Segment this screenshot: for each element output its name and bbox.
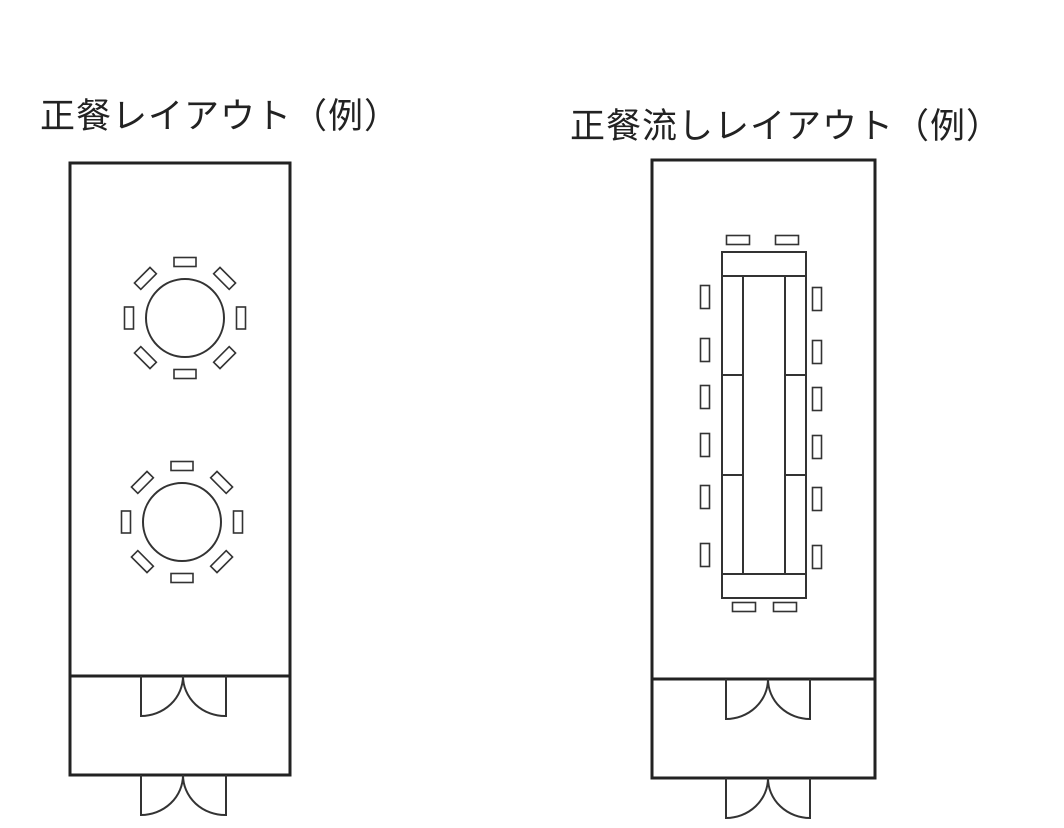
table-side-left	[721, 275, 744, 575]
long-table	[699, 234, 823, 613]
chair	[133, 266, 158, 291]
chair	[699, 484, 711, 510]
chair	[209, 470, 234, 495]
chair	[209, 549, 234, 574]
chair	[699, 432, 711, 458]
room-seated-dinner	[68, 161, 292, 817]
room-flowing-dinner	[650, 158, 877, 820]
chair	[731, 601, 757, 613]
chair	[212, 345, 237, 370]
chair	[212, 266, 237, 291]
chair	[699, 284, 711, 310]
chair	[170, 572, 194, 584]
double-door-outer	[725, 777, 811, 820]
chair	[123, 306, 135, 330]
chair	[232, 510, 244, 534]
chair	[173, 256, 197, 268]
round-table-top	[142, 482, 222, 562]
chair	[235, 306, 247, 330]
chair	[811, 434, 823, 460]
chair	[120, 510, 132, 534]
chair	[133, 345, 158, 370]
chair	[699, 542, 711, 568]
chair	[170, 460, 194, 472]
round-table-2	[120, 460, 244, 584]
layout-title-seated-dinner: 正餐レイアウト（例）	[40, 97, 401, 137]
double-door-inner	[140, 675, 227, 718]
table-head-bottom	[721, 573, 807, 599]
round-table-1	[123, 256, 247, 380]
chair	[811, 544, 823, 570]
chair	[811, 486, 823, 512]
table-side-right	[784, 275, 807, 575]
table-head-top	[721, 251, 807, 277]
chair	[774, 234, 800, 246]
round-table-top	[145, 278, 225, 358]
chair	[173, 368, 197, 380]
layout-title-flowing-dinner: 正餐流しレイアウト（例）	[570, 107, 1003, 147]
chair	[811, 386, 823, 412]
table-center	[742, 275, 786, 575]
chair	[130, 549, 155, 574]
double-door-inner	[725, 678, 811, 721]
chair	[811, 339, 823, 365]
chair	[811, 286, 823, 312]
chair	[725, 234, 751, 246]
chair	[130, 470, 155, 495]
room-outline	[650, 158, 877, 780]
chair	[699, 384, 711, 410]
chair	[699, 337, 711, 363]
room-outline	[68, 161, 292, 777]
double-door-outer	[140, 774, 227, 817]
chair	[772, 601, 798, 613]
